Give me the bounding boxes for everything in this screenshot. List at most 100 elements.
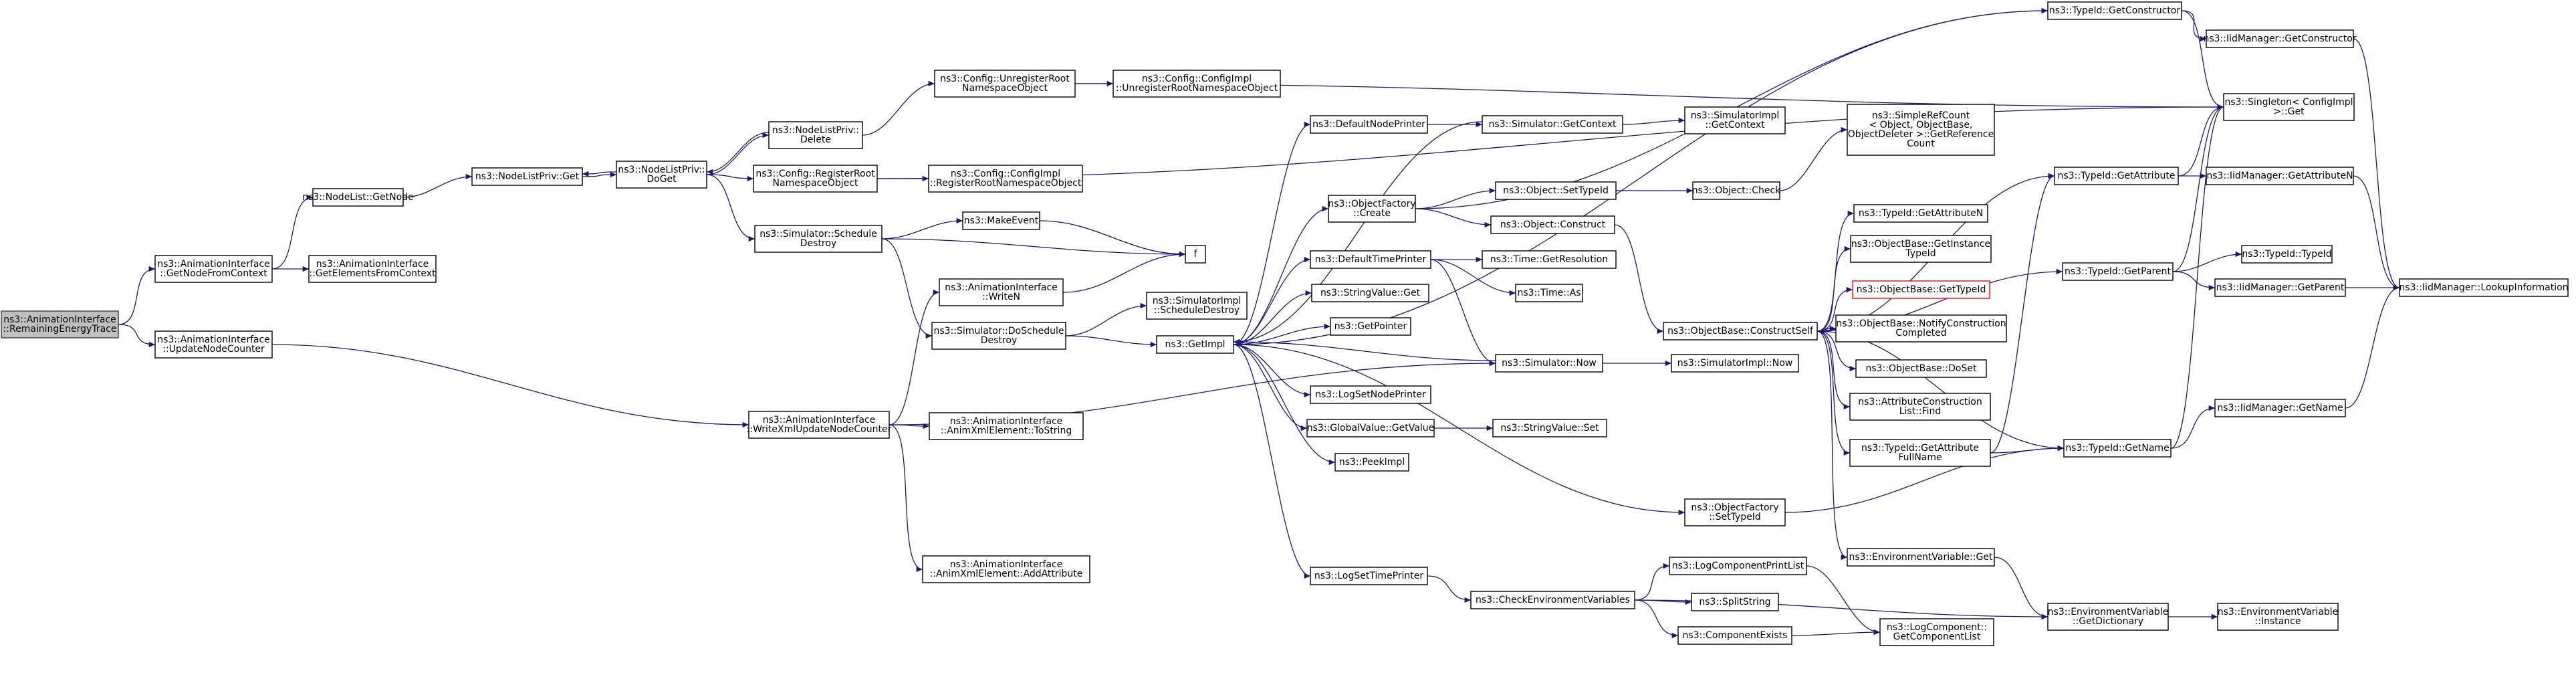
node-object-construct[interactable]: ns3::Object::Construct: [1490, 215, 1615, 234]
node-object-check[interactable]: ns3::Object::Check: [1692, 181, 1781, 200]
node-peek-impl[interactable]: ns3::PeekImpl: [1334, 453, 1409, 472]
node-default-node-printer[interactable]: ns3::DefaultNodePrinter: [1310, 115, 1428, 134]
node-anim-xml-add-attribute[interactable]: ns3::AnimationInterface::AnimXmlElement:…: [922, 555, 1090, 583]
node-write-n[interactable]: ns3::AnimationInterface::WriteN: [939, 278, 1064, 306]
node-type-id-get-parent[interactable]: ns3::TypeId::GetParent: [2062, 262, 2174, 281]
node-get-elements-from-context[interactable]: ns3::AnimationInterface::GetElementsFrom…: [308, 255, 437, 283]
node-global-value-get-value[interactable]: ns3::GlobalValue::GetValue: [1306, 419, 1435, 437]
node-iid-manager-get-attribute-n[interactable]: ns3::IidManager::GetAttributeN: [2206, 167, 2354, 185]
node-box: [2241, 245, 2333, 264]
node-sim-impl-schedule-destroy[interactable]: ns3::SimulatorImpl::ScheduleDestroy: [1146, 292, 1248, 320]
edge-arrow: [1062, 251, 1186, 293]
node-box: [1470, 591, 1635, 609]
node-string-value-set[interactable]: ns3::StringValue::Set: [1492, 419, 1607, 437]
node-box: [1849, 393, 1991, 421]
node-singleton-get[interactable]: ns3::Singleton< ConfigImpl>::Get: [2223, 93, 2355, 121]
node-sim-impl-now[interactable]: ns3::SimulatorImpl::Now: [1671, 354, 1799, 373]
node-box: [1330, 317, 1411, 336]
node-write-xml-update-node-counter[interactable]: ns3::AnimationInterface::WriteXmlUpdateN…: [747, 411, 892, 439]
node-sim-impl-get-context[interactable]: ns3::SimulatorImpl::GetContext: [1684, 106, 1786, 134]
node-iid-manager-get-parent[interactable]: ns3::IidManager::GetParent: [2214, 278, 2346, 297]
node-label-line: ::UnregisterRootNamespaceObject: [1116, 83, 1278, 94]
node-object-base-get-type-id[interactable]: ns3::ObjectBase::GetTypeId: [1852, 280, 1990, 299]
node-anim-xml-to-string[interactable]: ns3::AnimationInterface::AnimXmlElement:…: [929, 412, 1084, 440]
node-log-component-print-list[interactable]: ns3::LogComponentPrintList: [1669, 557, 1807, 575]
node-make-event[interactable]: ns3::MakeEvent: [962, 211, 1040, 230]
node-label-line: NamespaceObject: [773, 178, 858, 189]
node-type-id-type-id[interactable]: ns3::TypeId::TypeId: [2241, 245, 2333, 264]
node-object-base-notify[interactable]: ns3::ObjectBase::NotifyConstructionCompl…: [1835, 314, 2007, 343]
edge-schedule-destroy-to-f: [881, 238, 1186, 258]
node-node-list-priv-get[interactable]: ns3::NodeListPriv::Get: [471, 167, 583, 186]
node-time-get-resolution[interactable]: ns3::Time::GetResolution: [1482, 250, 1617, 269]
node-type-id-get-attribute-n[interactable]: ns3::TypeId::GetAttributeN: [1853, 204, 1988, 223]
node-label-line: ns3::NodeListPriv::Get: [475, 171, 580, 182]
node-get-impl[interactable]: ns3::GetImpl: [1156, 335, 1234, 354]
node-node-list-get-node[interactable]: ns3::NodeList::GetNode: [302, 188, 414, 207]
node-label-line: ns3::SimulatorImpl: [1153, 296, 1242, 306]
node-iid-manager-get-constructor[interactable]: ns3::IidManager::GetConstructor: [2203, 29, 2357, 48]
node-object-set-type-id[interactable]: ns3::Object::SetTypeId: [1495, 181, 1617, 200]
node-env-variable-get-dictionary[interactable]: ns3::EnvironmentVariable::GetDictionary: [2047, 603, 2169, 631]
node-check-env-vars[interactable]: ns3::CheckEnvironmentVariables: [1470, 591, 1635, 609]
node-iid-manager-get-name[interactable]: ns3::IidManager::GetName: [2214, 399, 2346, 417]
node-type-id-get-constructor[interactable]: ns3::TypeId::GetConstructor: [2047, 1, 2182, 20]
node-iid-manager-lookup-information[interactable]: ns3::IidManager::LookupInformation: [2399, 278, 2569, 297]
node-object-base-do-set[interactable]: ns3::ObjectBase::DoSet: [1855, 359, 1987, 378]
node-update-node-counter[interactable]: ns3::AnimationInterface::UpdateNodeCount…: [154, 330, 273, 359]
node-object-factory-create[interactable]: ns3::ObjectFactory::Create: [1328, 195, 1416, 223]
node-split-string[interactable]: ns3::SplitString: [1691, 593, 1779, 611]
node-env-variable-get[interactable]: ns3::EnvironmentVariable::Get: [1847, 548, 1995, 567]
node-label-line: ns3::IidManager::GetName: [2217, 403, 2343, 413]
node-label-line: Delete: [800, 134, 831, 145]
node-log-component-get-list[interactable]: ns3::LogComponent::GetComponentList: [1879, 618, 1994, 646]
edge-arrow: [1233, 344, 1308, 431]
node-box: [1482, 250, 1617, 269]
node-simple-ref-count[interactable]: ns3::SimpleRefCount< Object, ObjectBase,…: [1847, 104, 1995, 156]
node-env-variable-instance[interactable]: ns3::EnvironmentVariable::Instance: [2217, 603, 2339, 631]
node-component-exists[interactable]: ns3::ComponentExists: [1677, 626, 1792, 645]
node-string-value-get[interactable]: ns3::StringValue::Get: [1311, 284, 1429, 302]
node-default-time-printer[interactable]: ns3::DefaultTimePrinter: [1310, 250, 1431, 269]
node-label-line: ns3::ObjectFactory: [1691, 502, 1778, 513]
node-object-factory-set-type-id[interactable]: ns3::ObjectFactory::SetTypeId: [1684, 498, 1786, 526]
node-log-set-time-printer[interactable]: ns3::LogSetTimePrinter: [1310, 567, 1428, 585]
node-sim-get-context[interactable]: ns3::Simulator::GetContext: [1482, 115, 1623, 134]
node-log-set-node-printer[interactable]: ns3::LogSetNodePrinter: [1310, 385, 1431, 404]
node-label-line: ns3::PeekImpl: [1339, 457, 1405, 468]
node-schedule-destroy[interactable]: ns3::Simulator::ScheduleDestroy: [754, 225, 883, 253]
edge-get-impl-to-global-value-get-value: [1233, 344, 1308, 431]
node-node-list-priv-do-get[interactable]: ns3::NodeListPriv::DoGet: [616, 161, 707, 189]
node-type-id-get-attribute[interactable]: ns3::TypeId::GetAttribute: [2054, 167, 2179, 185]
node-label-line: ns3::ComponentExists: [1683, 630, 1788, 641]
node-object-base-construct-self[interactable]: ns3::ObjectBase::ConstructSelf: [1663, 322, 1818, 340]
node-sim-now[interactable]: ns3::Simulator::Now: [1495, 354, 1603, 373]
edge-default-time-printer-to-sim-now: [1430, 259, 1496, 367]
node-box: [1113, 70, 1281, 98]
edge-arrow: [1233, 344, 1311, 398]
node-type-id-get-name[interactable]: ns3::TypeId::GetName: [2063, 439, 2172, 458]
node-label-line: ns3::ObjectFactory: [1328, 199, 1415, 209]
edge-write-xml-update-node-counter-to-anim-xml-add-attribute: [889, 424, 923, 573]
node-config-impl-unregister[interactable]: ns3::Config::ConfigImpl::UnregisterRootN…: [1113, 70, 1281, 98]
node-node-list-priv-delete[interactable]: ns3::NodeListPriv::Delete: [768, 121, 863, 149]
node-f[interactable]: f: [1185, 245, 1206, 264]
node-get-pointer[interactable]: ns3::GetPointer: [1330, 317, 1411, 336]
edge-arrow: [2178, 104, 2224, 177]
node-label-line: ns3::ObjectBase::ConstructSelf: [1667, 326, 1814, 336]
edge-arrow: [1622, 117, 1685, 125]
node-config-unregister-root[interactable]: ns3::Config::UnregisterRootNamespaceObje…: [934, 70, 1076, 98]
node-time-as[interactable]: ns3::Time::As: [1515, 284, 1583, 302]
node-box: [1677, 626, 1792, 645]
edge-arrow: [1065, 335, 1157, 348]
node-box: [1669, 557, 1807, 575]
node-label-line: ns3::StringValue::Set: [1500, 423, 1599, 433]
node-get-node-from-context[interactable]: ns3::AnimationInterface::GetNodeFromCont…: [154, 255, 273, 283]
node-config-register-root[interactable]: ns3::Config::RegisterRootNamespaceObject: [753, 165, 878, 193]
node-config-impl-register[interactable]: ns3::Config::ConfigImpl::RegisterRootNam…: [928, 165, 1083, 193]
